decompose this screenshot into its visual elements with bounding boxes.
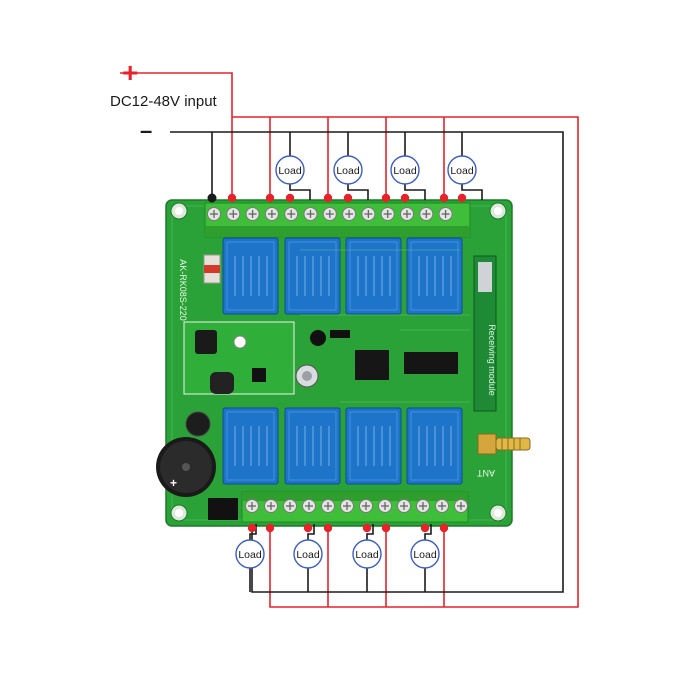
top-terminal-block-icon [204, 202, 471, 238]
relay-icon [345, 237, 402, 315]
receiving-module: Receiving module [473, 255, 497, 412]
load-circle [390, 155, 420, 185]
mcu-chip [355, 350, 389, 380]
lamp-load-icon: Load [333, 155, 363, 185]
relay-icon [406, 407, 463, 485]
wire-junction-dot [207, 193, 217, 203]
chip [252, 368, 266, 382]
lamp-load-icon: Load [447, 155, 477, 185]
antenna-icon [477, 433, 531, 455]
smd-part [330, 330, 350, 338]
capacitor [185, 411, 211, 437]
load-circle [447, 155, 477, 185]
dc-jack [208, 498, 238, 520]
wire-junction-dot [381, 193, 391, 203]
board-model-label: AK-RK08S-220 [178, 259, 188, 321]
load-wire [366, 524, 374, 541]
wire-junction-dot [323, 523, 333, 533]
wire-junction-dot [227, 193, 237, 203]
wire-junction-dot [323, 193, 333, 203]
load-circle [235, 539, 265, 569]
wire-junction-dot [457, 193, 467, 203]
capacitor [310, 330, 326, 346]
load-label: Load [278, 165, 302, 177]
relay-icon [284, 407, 341, 485]
wire-junction-dot [439, 193, 449, 203]
load-circle [293, 539, 323, 569]
wire-junction-dot [420, 523, 430, 533]
board-plus-mark: + [170, 476, 177, 490]
inductor [210, 372, 234, 394]
positive-input-wire [120, 72, 233, 200]
relay-icon [345, 407, 402, 485]
lamp-load-icon: Load [352, 539, 382, 569]
module-label: Receiving module [487, 324, 497, 396]
negative-bus-wire [170, 131, 564, 593]
load-wire [424, 524, 432, 541]
positive-bus-wire [232, 116, 579, 608]
load-wire [404, 183, 426, 200]
load-label: Load [413, 549, 437, 561]
bottom-terminal-block-icon [241, 491, 469, 523]
negative-symbol: – [140, 118, 152, 143]
load-circle [275, 155, 305, 185]
relay-icon [222, 407, 279, 485]
lamp-load-icon: Load [410, 539, 440, 569]
wire-junction-dot [400, 193, 410, 203]
wire-junction-dot [439, 523, 449, 533]
load-label: Load [355, 549, 379, 561]
load-circle [410, 539, 440, 569]
load-label: Load [450, 165, 474, 177]
antenna-label: ANT [476, 468, 495, 478]
lamp-load-icon: Load [293, 539, 323, 569]
wire-junction-dot [285, 193, 295, 203]
load-label: Load [393, 165, 417, 177]
load-label: Load [336, 165, 360, 177]
relay-icon [406, 237, 463, 315]
relay-icon [284, 237, 341, 315]
relay-icon [222, 237, 279, 315]
load-wire [347, 183, 369, 200]
inductor [195, 330, 217, 354]
load-wire [461, 183, 483, 200]
supply-label: DC12-48V input [110, 93, 218, 110]
capacitor [233, 335, 247, 349]
load-circle [352, 539, 382, 569]
buzzer-icon [156, 437, 216, 497]
wire-junction-dot [265, 193, 275, 203]
load-circle [333, 155, 363, 185]
wire-junction-dot [265, 523, 275, 533]
wire-junction-dot [381, 523, 391, 533]
wire-junction-dot [303, 523, 313, 533]
wire-junction-dot [247, 523, 257, 533]
load-label: Load [238, 549, 262, 561]
wire-junction-dot [343, 193, 353, 203]
load-wire [289, 183, 311, 200]
positive-symbol: + [122, 57, 138, 88]
load-label: Load [296, 549, 320, 561]
relay-board: Receiving module ANT AK-RK08S-220 + [156, 199, 531, 527]
lamp-load-icon: Load [235, 539, 265, 569]
lamp-load-icon: Load [390, 155, 420, 185]
wire-junction-dot [362, 523, 372, 533]
load-wire [307, 524, 315, 541]
lamp-load-icon: Load [275, 155, 305, 185]
decoder-chip [404, 352, 458, 374]
